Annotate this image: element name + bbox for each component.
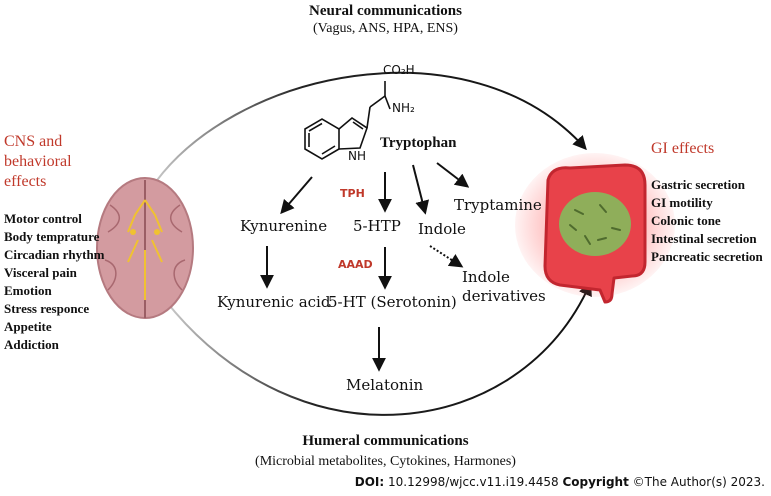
humeral-subtitle: (Microbial metabolites, Cytokines, Harmo… xyxy=(255,454,516,469)
serotonin-label: 5-HT (Serotonin) xyxy=(328,293,457,311)
indole-derivatives-line: Indole xyxy=(462,268,510,286)
tryptophan-label: Tryptophan xyxy=(380,135,457,151)
kynurenic-acid-label: Kynurenic acid xyxy=(217,293,331,311)
cns-title-line: behavioral xyxy=(4,153,72,170)
doi-value: 10.12998/wjcc.v11.i19.4458 xyxy=(388,475,559,489)
nh-label: NH xyxy=(348,149,366,163)
list-item: Colonic tone xyxy=(651,213,721,228)
arrow-trp-kynurenine xyxy=(280,176,313,215)
cns-title-line: effects xyxy=(4,173,47,190)
list-item: Gastric secretion xyxy=(651,177,745,192)
neural-subtitle: (Vagus, ANS, HPA, ENS) xyxy=(313,21,458,36)
copyright-label: Copyright xyxy=(562,475,629,489)
gi-effects-list: Gastric secretion GI motility Colonic to… xyxy=(651,176,763,266)
arrow-trp-tryptamine xyxy=(436,162,470,188)
aaad-label: AAAD xyxy=(338,258,373,271)
humeral-title: Humeral communications xyxy=(302,433,469,449)
tryptamine-label: Tryptamine xyxy=(454,196,542,214)
tryptophan-molecule-icon xyxy=(304,81,391,160)
cns-effects-list: Motor control Body temprature Circadian … xyxy=(4,210,105,354)
list-item: Visceral pain xyxy=(4,265,77,280)
5htp-label: 5-HTP xyxy=(353,217,401,235)
copyright-value: ©The Author(s) 2023. xyxy=(632,475,765,489)
list-item: Pancreatic secretion xyxy=(651,249,763,264)
indole-derivatives-line: derivatives xyxy=(462,287,546,305)
indole-label: Indole xyxy=(418,220,466,238)
arrow-trp-indole xyxy=(412,164,430,215)
list-item: Circadian rhythm xyxy=(4,247,105,262)
kynurenine-label: Kynurenine xyxy=(240,217,328,235)
list-item: Emotion xyxy=(4,283,52,298)
list-item: Motor control xyxy=(4,211,82,226)
list-item: Appetite xyxy=(4,319,52,334)
list-item: Stress responce xyxy=(4,301,90,316)
humeral-communication-arc xyxy=(164,281,592,416)
neural-communication-arc xyxy=(149,71,587,191)
arrow-indole-derivatives xyxy=(429,245,464,268)
tph-label: TPH xyxy=(340,187,365,200)
doi-footer: DOI: 10.12998/wjcc.v11.i19.4458 Copyrigh… xyxy=(354,475,765,490)
gut-icon xyxy=(515,153,675,304)
pathway-arrows xyxy=(260,162,470,372)
list-item: Body temprature xyxy=(4,229,100,244)
melatonin-label: Melatonin xyxy=(346,376,424,394)
co2h-label: CO₂H xyxy=(383,63,415,77)
list-item: Intestinal secretion xyxy=(651,231,757,246)
list-item: GI motility xyxy=(651,195,713,210)
brain-icon xyxy=(96,177,194,319)
cns-title-line: CNS and xyxy=(4,133,63,150)
neural-title: Neural communications xyxy=(309,3,462,19)
nh2-label: NH₂ xyxy=(392,101,415,115)
gi-title: GI effects xyxy=(651,140,715,157)
list-item: Addiction xyxy=(4,337,59,352)
cns-title: CNS and behavioral effects xyxy=(4,132,72,192)
indole-derivatives-label: Indole derivatives xyxy=(462,268,546,306)
doi-label: DOI: xyxy=(354,475,385,489)
